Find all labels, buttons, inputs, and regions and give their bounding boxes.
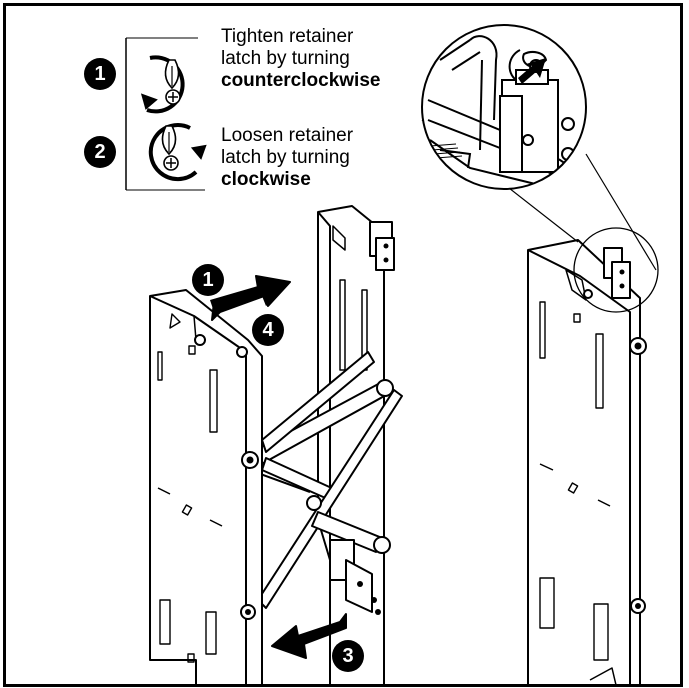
instruction-line: Loosen retainer	[221, 125, 354, 146]
left-bracket-assembly	[149, 205, 403, 686]
instruction-step-2: Loosen retainer latch by turning clockwi…	[221, 125, 353, 191]
instruction-line: Tighten retainer	[221, 26, 354, 47]
callout-badge-push: 1	[192, 264, 224, 296]
screwdriver-icon	[161, 125, 179, 171]
arrow-icon	[518, 58, 546, 84]
callout-badge-slide: 4	[252, 314, 284, 346]
right-bracket-assembly	[527, 239, 647, 686]
clockwise-rotate-icon	[148, 123, 207, 182]
instruction-line: latch by turning	[221, 48, 350, 69]
pull-arrow	[271, 613, 347, 659]
step-badge-1: 1	[84, 58, 116, 90]
push-arrow	[210, 275, 291, 321]
callout-badge-pull: 3	[332, 640, 364, 672]
screwdriver-icon	[164, 59, 181, 105]
counterclockwise-rotate-icon	[140, 55, 185, 114]
instruction-box	[125, 37, 205, 191]
step-badge-2: 2	[84, 136, 116, 168]
latch-detail-zoom	[421, 24, 659, 313]
instruction-line: latch by turning	[221, 147, 350, 168]
instruction-direction: counterclockwise	[221, 70, 381, 91]
instruction-step-1: Tighten retainer latch by turning counte…	[221, 26, 380, 92]
instruction-direction: clockwise	[221, 169, 311, 190]
